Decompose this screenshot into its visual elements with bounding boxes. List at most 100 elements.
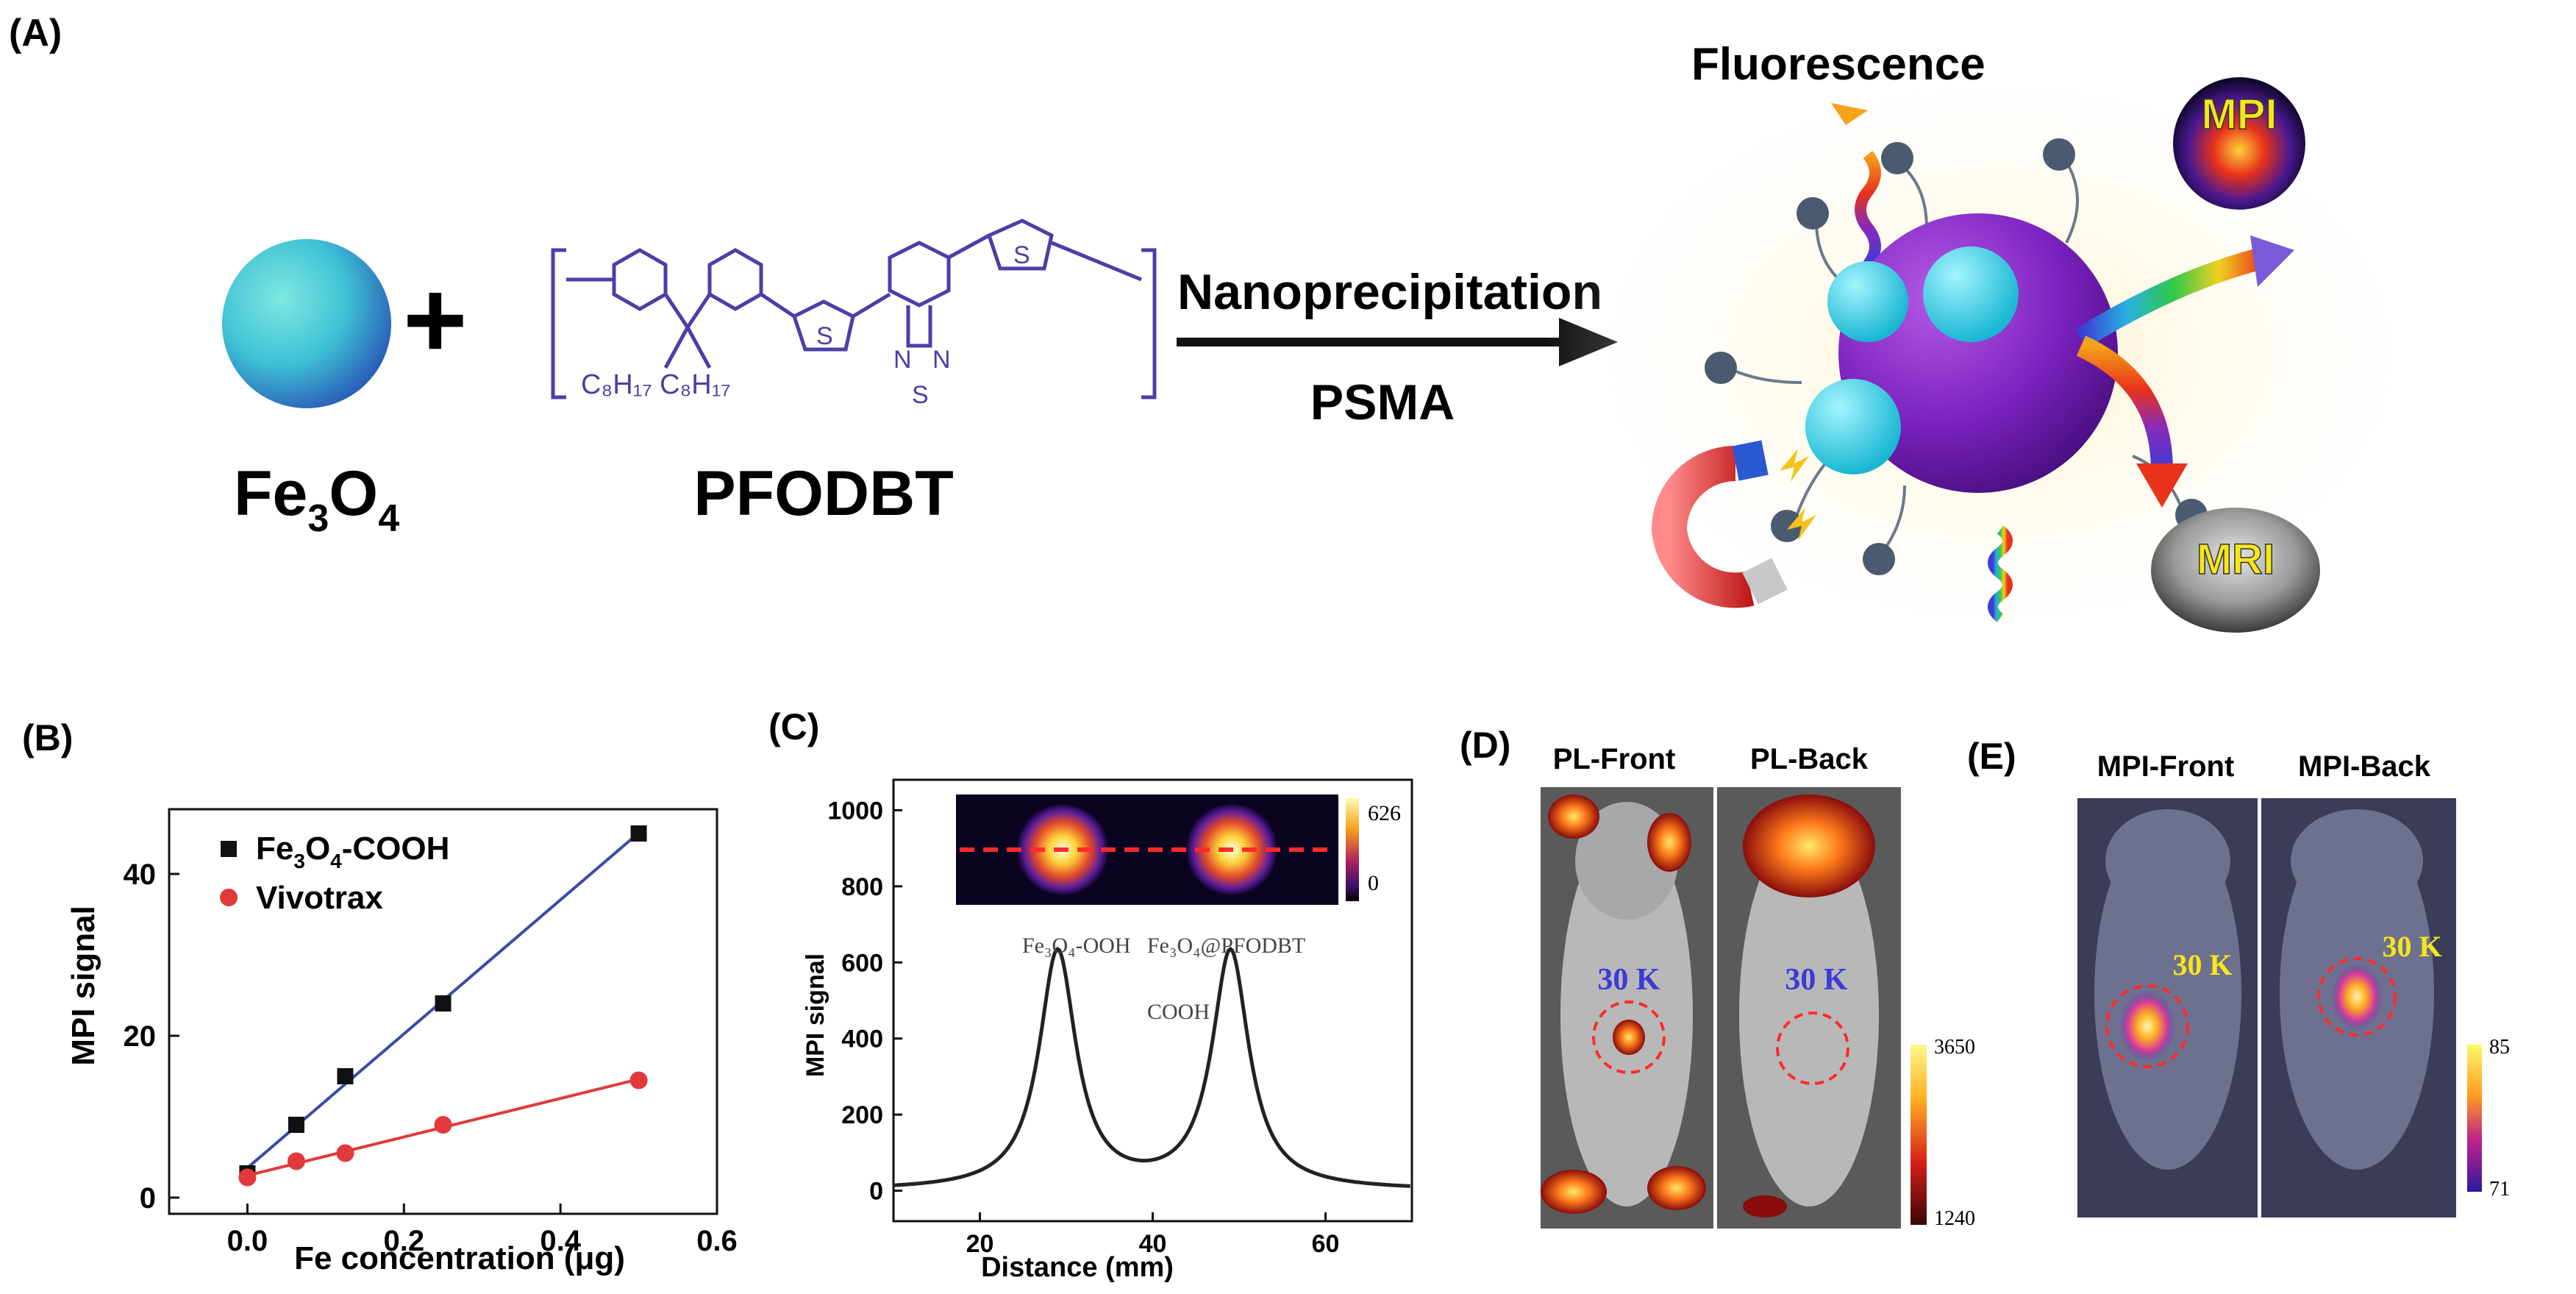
fluorescence-wave-icon [1855,151,1881,269]
negative-charge-icons [1705,138,2208,575]
mpi-inset-colorbar-max: 626 [1368,801,1401,825]
mpi-arrow [2075,246,2268,348]
chart-c-ytick-label: 200 [841,1101,883,1129]
mpi-back-title: MPI-Back [2298,750,2431,783]
mri-badge [2151,508,2320,633]
pl-colorbar-min: 1240 [1934,1207,1975,1230]
pfodbt-structure [551,218,1157,399]
chart-c-ylabel: MPI signal [802,953,829,1077]
emission-wave-icon [1988,525,2013,622]
chart-b-point [238,1168,257,1187]
chart-b-ytick-label: 0 [140,1182,156,1215]
mpi-colorbar-min: 71 [2489,1178,2510,1201]
magnet-icon [1651,440,1788,608]
mpi-arrowhead [2250,235,2294,287]
pl-front-image [1541,787,1713,1229]
chart-c-ytick-label: 0 [869,1178,883,1206]
chart-b-ytick-label: 20 [124,1020,157,1053]
chart-b: 0.0 0.2 0.4 0.6 0 20 40 [124,808,738,1257]
panel-a-label: (A) [9,12,62,54]
fe3o4-shell-1 [1827,261,1908,342]
fluorescence-label: Fluorescence [1691,39,1985,90]
mpi-colorbar [2467,1045,2482,1192]
chart-c-xtick-label: 20 [966,1230,994,1258]
chart-c-ytick-label: 800 [841,873,883,901]
mpi-back-marker: 30 K [2382,930,2441,963]
peak1-label: Fe₃O₄-OOH [1022,934,1131,958]
btd-n-left: N [893,346,912,374]
chart-b-xtick-label: 0.2 [383,1225,424,1257]
plus-sign: + [403,257,468,381]
chart-c-xtick-label: 60 [1312,1230,1340,1258]
mpi-front-title: MPI-Front [2097,750,2235,783]
chart-c-xtick-label: 40 [1139,1230,1167,1258]
chart-b-xtick-label: 0.6 [696,1225,738,1257]
chart-b-point [629,1071,648,1089]
chart-b-point [434,1116,452,1134]
chart-b-point [288,1117,304,1133]
chart-b-point [435,995,452,1012]
legend-marker-fe3o4 [221,841,237,857]
pl-colorbar-max: 3650 [1934,1036,1975,1059]
btd-n-right: N [932,346,951,374]
mpi-inset-colorbar [1346,798,1359,901]
polymer-core [1838,213,2118,493]
fe3o4-shell-3 [1805,379,1901,474]
chart-b-point [337,1068,354,1084]
mpi-front-marker: 30 K [2172,948,2232,981]
mpi-front-image [2077,798,2258,1217]
arrow-label-psma: PSMA [1310,374,1455,430]
mpi-badge-label: MPI [2201,90,2277,138]
chart-b-point [336,1144,354,1162]
chart-c-ytick-label: 400 [841,1025,883,1053]
chart-b-xtick-label: 0.4 [540,1225,581,1257]
mri-arrow [2076,335,2173,472]
fluorescence-arrowhead [1831,103,1868,125]
pl-front-marker: 30 K [1597,963,1660,997]
pl-back-title: PL-Back [1750,743,1869,775]
panel-d-label: (D) [1460,725,1510,766]
panel-b-label: (B) [22,717,73,758]
pfodbt-label: PFODBT [693,458,954,529]
legend-label-vivotrax: Vivotrax [256,880,383,916]
pl-colorbar [1910,1045,1927,1225]
mpi-badge [2173,77,2305,210]
mri-arrowhead [2136,463,2188,508]
lightning-icon-2 [1787,508,1816,541]
chart-b-ylabel: MPI signal [65,906,101,1066]
chart-b-ytick-label: 40 [124,858,157,891]
thiophene-s-1: S [816,322,833,350]
fe3o4-nanoparticle [222,239,391,408]
mpi-inset-colorbar-min: 0 [1368,871,1379,895]
chart-b-xlabel: Fe concentration (μg) [294,1240,625,1276]
chart-b-xtick-label: 0.0 [227,1225,268,1257]
fe3o4-label: Fe3O4 [234,458,399,540]
lightning-icon [1780,449,1809,482]
peak2-label-line2: COOH [1147,1000,1210,1024]
thiophene-s-2: S [1013,241,1030,269]
legend-label-fe3o4: Fe3O4-COOH [256,831,449,872]
arrow-label-nanoprecipitation: Nanoprecipitation [1177,264,1602,320]
chart-c-signal-line [893,946,1410,1188]
pfodbt-side-chain: C₈H₁₇ C₈H₁₇ [581,369,731,400]
pl-back-marker: 30 K [1785,963,1848,997]
pl-front-title: PL-Front [1553,743,1676,775]
chart-b-point [287,1152,305,1170]
chart-c-ytick-label: 1000 [827,797,883,825]
mpi-colorbar-max: 85 [2489,1036,2510,1059]
btd-s: S [912,381,929,409]
peak2-label: Fe₃O₄@PFODBT [1147,934,1305,958]
chart-b-point [630,825,647,842]
chart-c-ytick-label: 600 [841,949,883,977]
mri-badge-label: MRI [2197,536,2274,583]
legend-marker-vivotrax [220,889,238,906]
mpi-back-image [2261,798,2456,1217]
chart-b-frame [168,808,718,1215]
fe3o4-shell-2 [1923,246,2019,342]
panel-c-label: (C) [768,706,819,747]
panel-e-label: (E) [1967,736,2016,777]
chart-c-xlabel: Distance (mm) [981,1252,1174,1283]
pl-back-image [1717,787,1901,1229]
